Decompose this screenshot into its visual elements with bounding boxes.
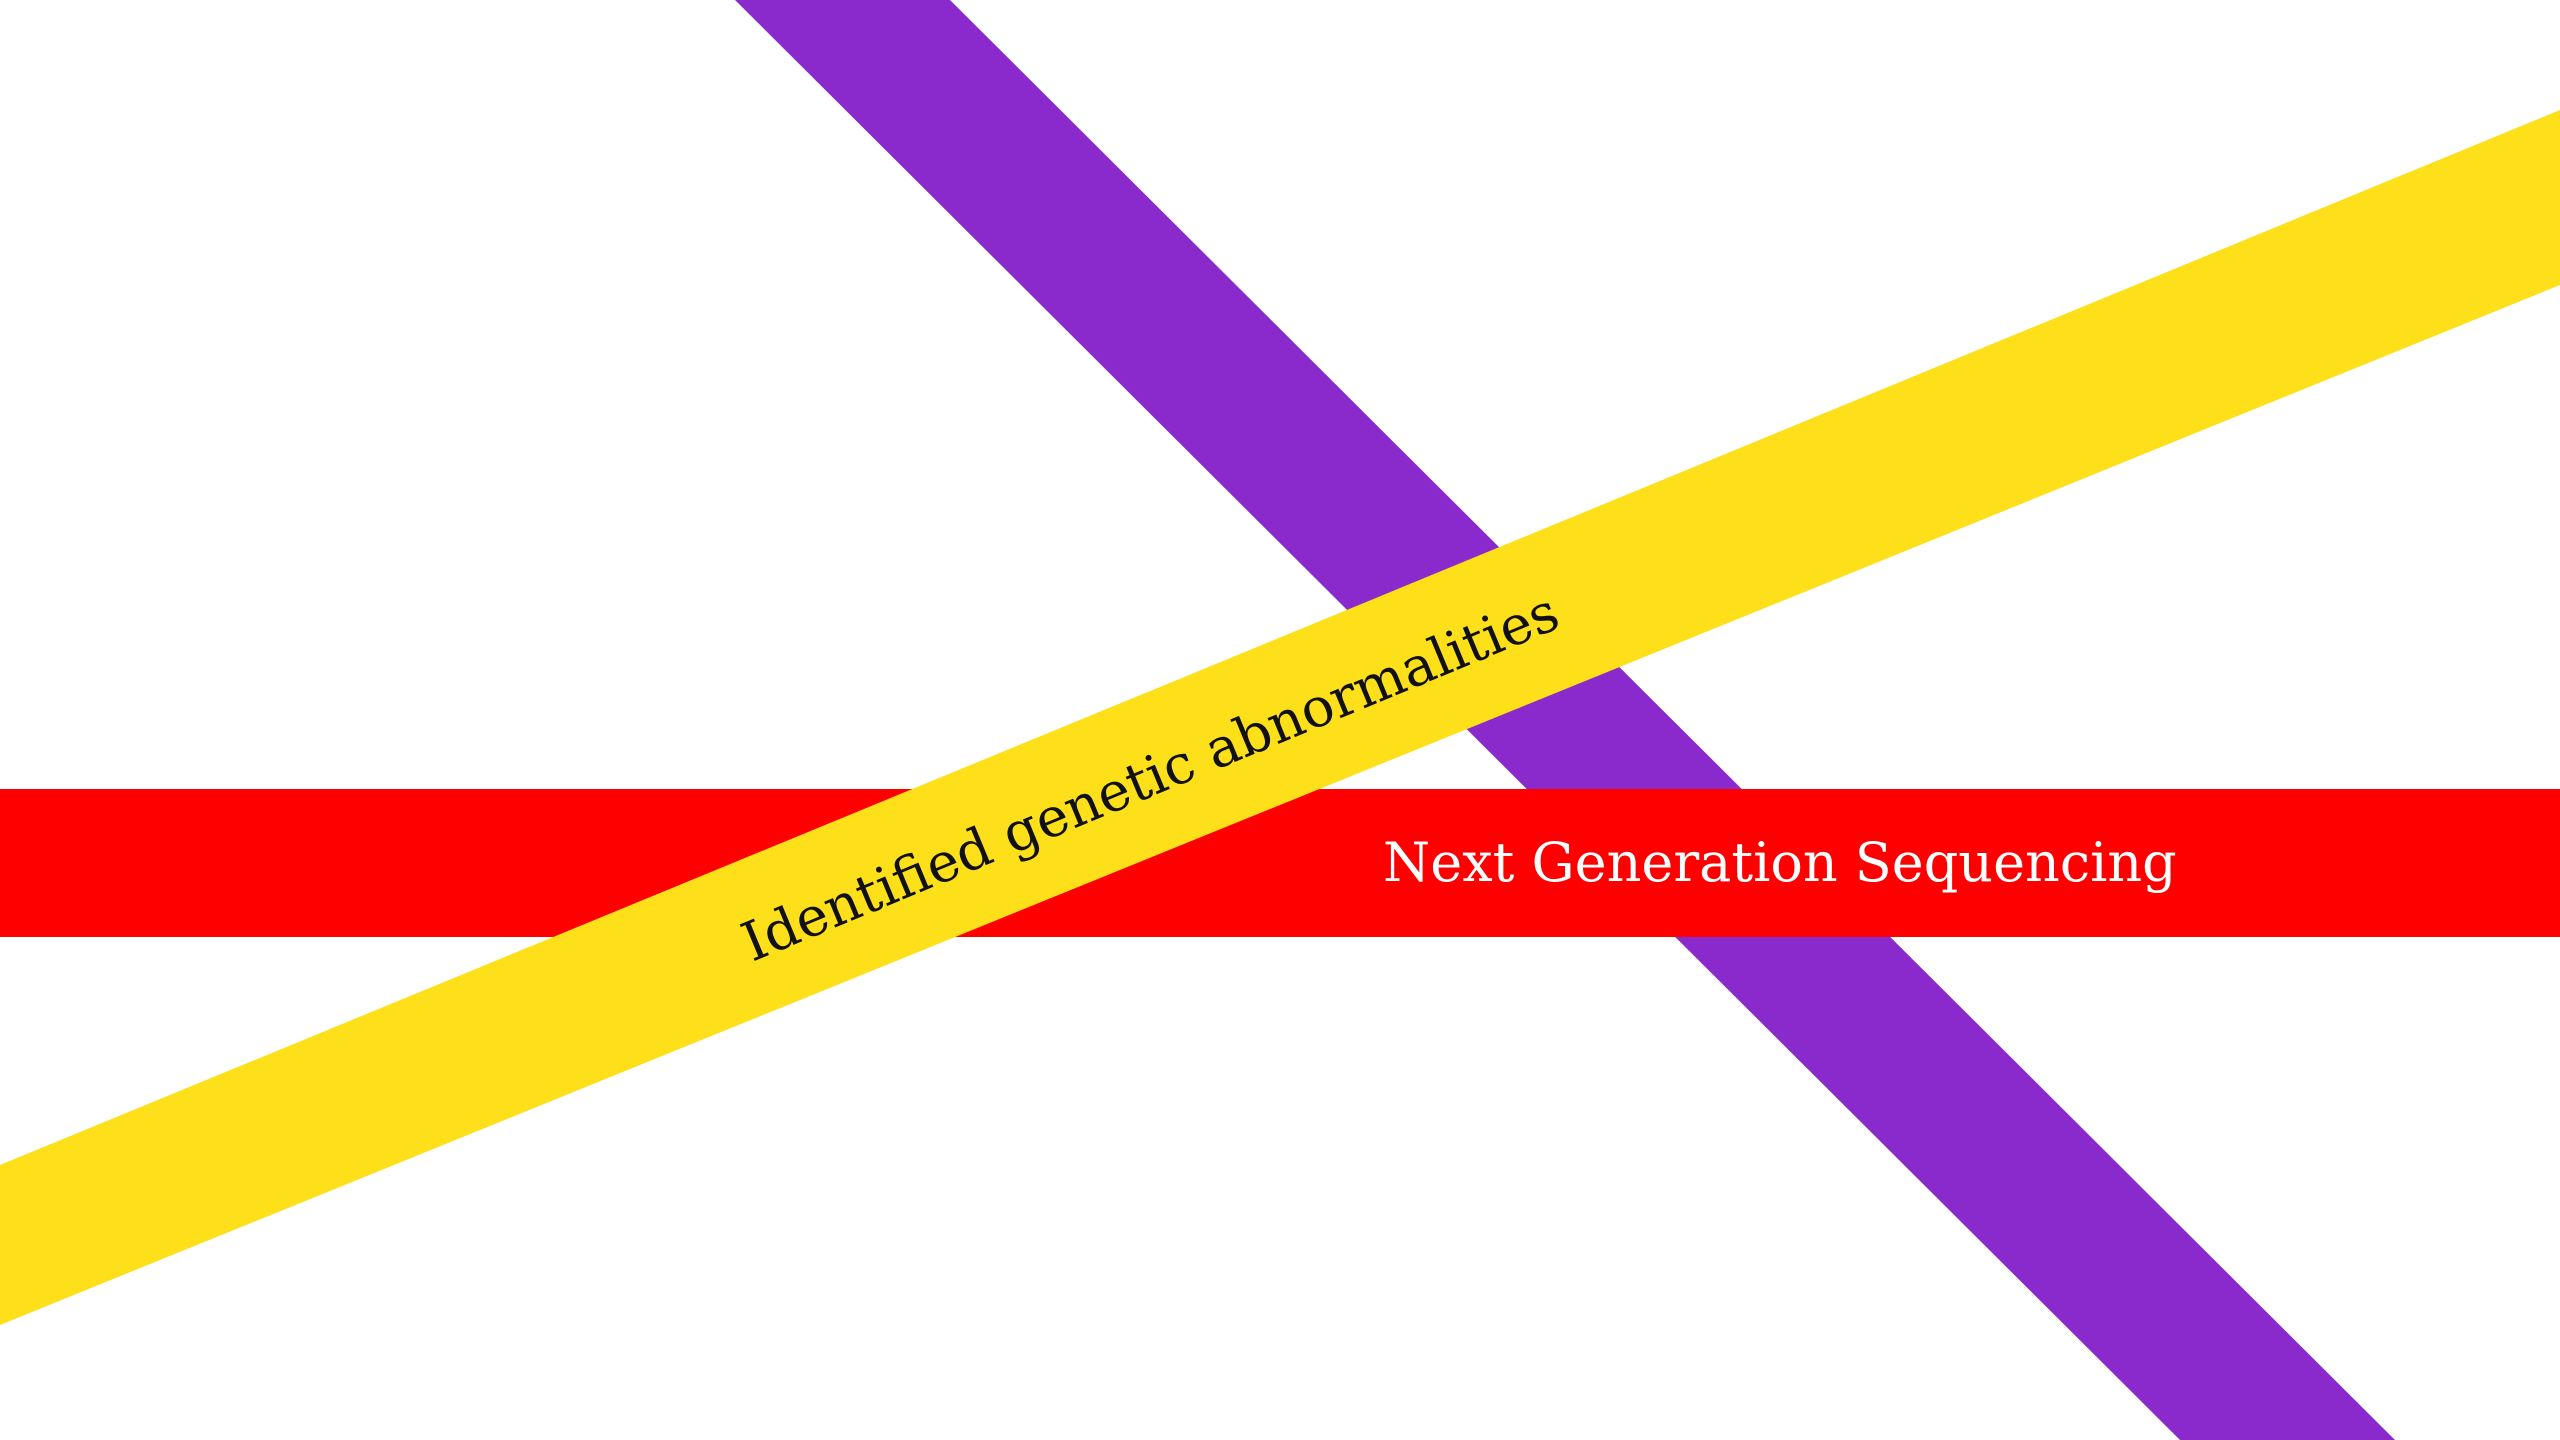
band-purple-shape [735, 0, 2395, 1440]
band-next-generation-sequencing: Next Generation Sequencing [0, 789, 2560, 937]
band-red-label: Next Generation Sequencing [1383, 831, 2177, 894]
band-red-shape [0, 789, 2560, 937]
band-yellow-shape [0, 110, 2560, 1325]
